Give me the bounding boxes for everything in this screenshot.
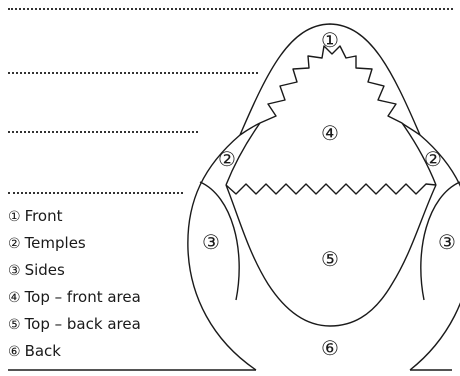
region-label-temples-right: ② (424, 147, 442, 171)
region-label-sides-left: ③ (202, 230, 220, 254)
region-label-back: ⑥ (321, 336, 339, 360)
region-label-sides-right: ③ (438, 230, 456, 254)
region-label-front: ① (321, 28, 339, 52)
head-outline (188, 24, 460, 370)
region-label-top-front: ④ (321, 121, 339, 145)
region-label-top-back: ⑤ (321, 247, 339, 271)
crown-zigzag (226, 184, 436, 194)
region-label-temples-left: ② (218, 147, 236, 171)
